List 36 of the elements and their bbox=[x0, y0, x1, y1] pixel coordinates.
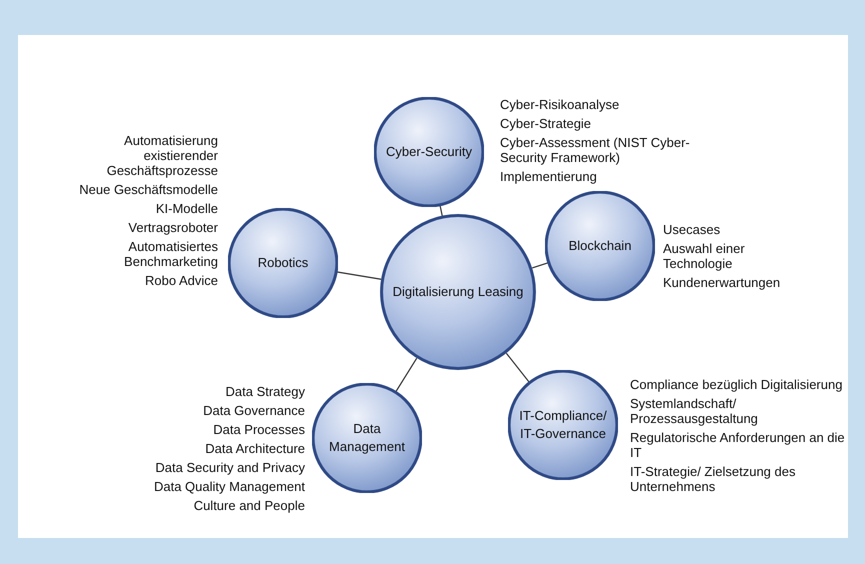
topic-item: Cyber-Risikoanalyse bbox=[500, 97, 620, 112]
topic-item: Data Governance bbox=[202, 403, 305, 418]
topic-item: Regulatorische Anforderungen an die IT bbox=[630, 430, 845, 460]
topic-item: Automatisiertes Benchmarketing bbox=[123, 239, 218, 269]
topic-item: Data Architecture bbox=[204, 441, 305, 456]
connector-line bbox=[396, 358, 418, 392]
topic-item: Implementierung bbox=[500, 169, 598, 184]
topic-item: Data Quality Management bbox=[152, 479, 305, 494]
topic-item: Auswahl einer Technologie bbox=[663, 241, 746, 271]
topic-circle bbox=[380, 214, 536, 370]
connector-line bbox=[532, 262, 548, 269]
topic-item: Neue Geschäftsmodelle bbox=[78, 182, 218, 197]
topic-item: Cyber-Assessment (NIST Cyber-Security Framework) bbox=[500, 135, 690, 165]
topic-item: KI-Modelle bbox=[154, 201, 218, 216]
topic-item: Usecases bbox=[663, 222, 722, 237]
topic-item: Data Security and Privacy bbox=[154, 460, 305, 475]
connector-line bbox=[337, 271, 382, 280]
connector-line bbox=[506, 352, 530, 382]
topic-item: IT-Strategie/ Zielsetzung des Unternehmens bbox=[630, 464, 796, 494]
topic-item: Culture and People bbox=[192, 498, 305, 513]
topic-item: Vertragsroboter bbox=[127, 220, 218, 235]
topic-item: Automatisierung existierender Geschäftsprozesse bbox=[106, 133, 218, 178]
circle-label: Robotics bbox=[256, 254, 310, 272]
topic-item: Kundenerwartungen bbox=[663, 275, 782, 290]
topic-item: Data Strategy bbox=[224, 384, 305, 399]
circle-label: Data Management bbox=[328, 420, 406, 456]
circle-label: Digitalisierung Leasing bbox=[392, 283, 524, 301]
topic-item: Systemlandschaft/ Prozessausgestaltung bbox=[630, 396, 759, 426]
circle-label: IT-Compliance/ IT-Governance bbox=[518, 407, 608, 443]
topic-item: Data Processes bbox=[212, 422, 305, 437]
circle-label: Blockchain bbox=[568, 237, 632, 255]
topic-item: Compliance bezüglich Digitalisierung bbox=[630, 377, 844, 392]
circle-label: Cyber-Security bbox=[385, 143, 473, 161]
topic-item: Robo Advice bbox=[144, 273, 218, 288]
topic-item: Cyber-Strategie bbox=[500, 116, 592, 131]
connector-line bbox=[440, 206, 443, 216]
